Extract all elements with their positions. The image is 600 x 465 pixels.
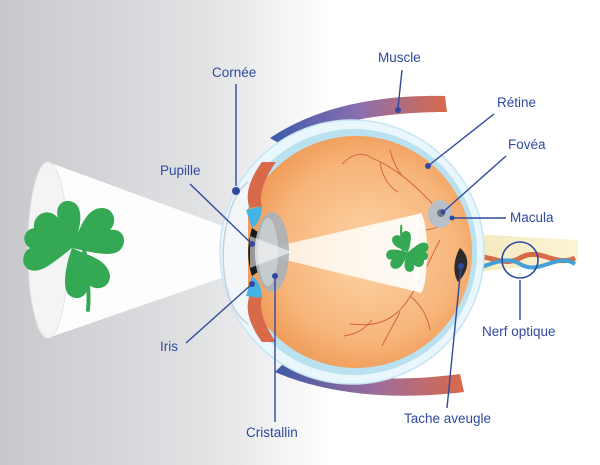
label-fovea-group: Fovéa: [440, 137, 546, 215]
iris-upper: [246, 206, 262, 228]
label-optic-nerve-group: Nerf optique: [482, 280, 556, 339]
label-muscle: Muscle: [378, 50, 421, 65]
label-pupil-group: Pupille: [160, 163, 255, 247]
label-retina-group: Rétine: [425, 95, 536, 169]
label-pupil: Pupille: [160, 163, 201, 178]
label-blind-spot-group: Tache aveugle: [404, 263, 491, 426]
upper-muscle: [270, 95, 447, 145]
label-lens: Cristallin: [246, 425, 298, 440]
label-retina: Rétine: [497, 95, 536, 110]
label-muscle-group: Muscle: [378, 50, 421, 113]
label-optic-nerve: Nerf optique: [482, 324, 556, 339]
anterior-segment: [222, 162, 292, 342]
optic-nerve-highlight-circle: [501, 241, 539, 279]
label-macula: Macula: [510, 210, 554, 225]
iris-lower: [246, 276, 262, 298]
label-fovea: Fovéa: [508, 137, 546, 152]
label-cornea: Cornée: [212, 65, 256, 80]
label-cornea-group: Cornée: [212, 65, 256, 195]
label-blind-spot: Tache aveugle: [404, 411, 491, 426]
label-macula-group: Macula: [449, 210, 554, 225]
inverted-clover-image-icon: [386, 224, 429, 272]
four-leaf-clover-icon: [23, 200, 125, 312]
label-iris: Iris: [160, 339, 178, 354]
projected-light-cone: [252, 214, 418, 292]
label-lens-group: Cristallin: [246, 273, 298, 440]
label-iris-group: Iris: [160, 281, 255, 354]
